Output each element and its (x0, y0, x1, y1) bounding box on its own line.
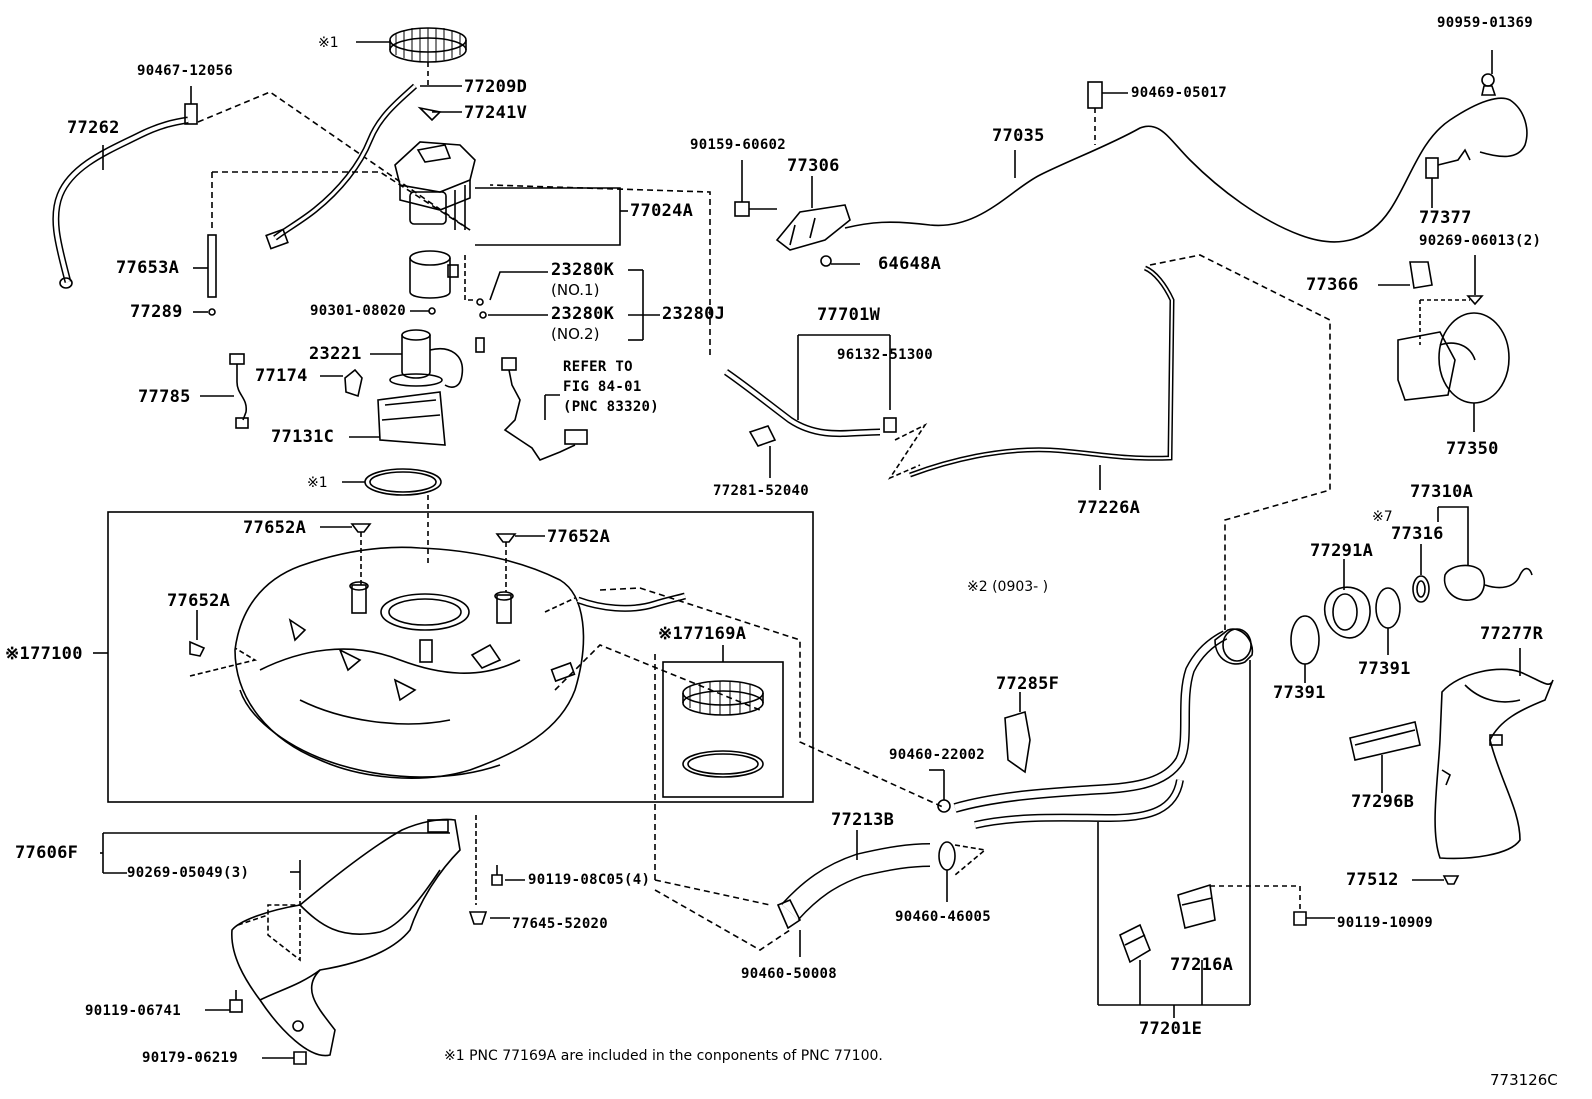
label-77209D: 77209D (464, 77, 528, 97)
ring-77291A (1324, 586, 1371, 639)
label-64648A: 64648A (878, 254, 942, 274)
refer-line-1: REFER TO (563, 359, 633, 375)
label-23221: 23221 (309, 344, 362, 364)
label-77512: 77512 (1346, 870, 1399, 890)
label-no2: (NO.2) (551, 325, 600, 343)
label-90119-06741: 90119-06741 (85, 1003, 182, 1019)
label-77291A: 77291A (1310, 541, 1374, 561)
fuel-filter (409, 258, 451, 299)
label-77226A: 77226A (1077, 498, 1141, 518)
label-90959-01369: 90959-01369 (1437, 15, 1534, 31)
figure-code: 773126C (1490, 1071, 1558, 1089)
label-77306: 77306 (787, 156, 840, 176)
label-77169A: ※177169A (658, 624, 747, 644)
label-77652A-2: 77652A (547, 527, 611, 547)
label-77216A: 77216A (1170, 955, 1234, 975)
rod-77653A (207, 234, 217, 298)
label-96132-51300: 96132-51300 (837, 347, 934, 363)
label-77391-left: 77391 (1273, 683, 1326, 703)
cover-77277R (1434, 668, 1554, 860)
label-77024A: 77024A (630, 201, 694, 221)
tank-assembly-box (107, 511, 814, 803)
bracket-77216A-2 (1177, 883, 1216, 929)
label-77310A: 77310A (1410, 482, 1474, 502)
label-77131C: 77131C (271, 427, 335, 447)
fuel-cap-77310A (1443, 564, 1486, 601)
label-23280K-no2: 23280K (551, 304, 615, 324)
label-90469-05017: 90469-05017 (1131, 85, 1228, 101)
label-77316: 77316 (1391, 524, 1444, 544)
label-23280K-no1: 23280K (551, 260, 615, 280)
label-90159-60602: 90159-60602 (690, 137, 787, 153)
label-90119-10909: 90119-10909 (1337, 915, 1434, 931)
bracket-77216A-1 (1119, 923, 1151, 964)
label-77785: 77785 (138, 387, 191, 407)
bracket-77296B (1349, 721, 1421, 761)
mark-2: ※2 (0903- ) (967, 579, 1049, 595)
label-77035: 77035 (992, 126, 1045, 146)
label-90301-08020: 90301-08020 (310, 303, 407, 319)
label-90460-46005: 90460-46005 (895, 909, 992, 925)
label-90467-12056: 90467-12056 (137, 63, 234, 79)
label-77201E: 77201E (1139, 1019, 1203, 1039)
hose-end-77262 (59, 277, 73, 289)
hose-77701W (724, 369, 881, 438)
label-77213B: 77213B (831, 810, 895, 830)
label-77289: 77289 (130, 302, 183, 322)
fuel-tank (234, 546, 585, 779)
label-77262: 77262 (67, 118, 120, 138)
label-77281-52040: 77281-52040 (713, 483, 810, 499)
label-77645-52020: 77645-52020 (512, 916, 609, 932)
label-77606F: 77606F (15, 843, 79, 863)
label-23280J: 23280J (662, 304, 726, 324)
label-90119-08C05: 90119-08C05(4) (528, 872, 651, 888)
clip-90469 (1087, 81, 1103, 109)
label-77350: 77350 (1446, 439, 1499, 459)
pipe-77226A (909, 265, 1175, 478)
label-77241V: 77241V (464, 103, 528, 123)
refer-line-2: FIG 84-01 (563, 379, 642, 395)
label-77174: 77174 (255, 366, 308, 386)
tank-protector-77606F (231, 818, 461, 1057)
fuel-lid-77350 (1397, 331, 1456, 401)
label-77277R: 77277R (1480, 624, 1544, 644)
label-77653A: 77653A (116, 258, 180, 278)
label-90179-06219: 90179-06219 (142, 1050, 239, 1066)
lever-77306 (775, 204, 851, 251)
fuel-pump-23221 (401, 335, 431, 379)
label-90269-06013: 90269-06013(2) (1419, 233, 1542, 249)
label-77366: 77366 (1306, 275, 1359, 295)
label-90460-50008: 90460-50008 (741, 966, 838, 982)
pump-body (409, 191, 447, 225)
mark-1-gasket: ※1 (307, 475, 328, 491)
mark-1-retainer: ※1 (318, 35, 339, 51)
label-77652A-1: 77652A (243, 518, 307, 538)
mark-7: ※7 (1372, 509, 1393, 525)
label-90269-05049: 90269-05049(3) (127, 865, 250, 881)
label-no1: (NO.1) (551, 281, 600, 299)
bracket-77174 (344, 368, 363, 398)
pump-module-cover (394, 141, 476, 193)
label-77100: ※177100 (5, 644, 83, 664)
label-77285F: 77285F (996, 674, 1060, 694)
bracket-77366 (1409, 261, 1433, 289)
refer-line-3: (PNC 83320) (563, 399, 660, 415)
clip-77285F (1004, 710, 1031, 774)
label-90460-22002: 90460-22002 (889, 747, 986, 763)
hose-77209D (273, 83, 418, 241)
label-77296B: 77296B (1351, 792, 1415, 812)
cable-77035 (844, 97, 1528, 243)
footnote: ※1 PNC 77169A are included in the conpon… (444, 1048, 883, 1064)
gasket (364, 468, 442, 496)
label-77652A-3: 77652A (167, 591, 231, 611)
label-77377: 77377 (1419, 208, 1472, 228)
label-77391-right: 77391 (1358, 659, 1411, 679)
label-77701W: 77701W (817, 305, 881, 325)
pump-bracket-77131C (377, 391, 446, 446)
